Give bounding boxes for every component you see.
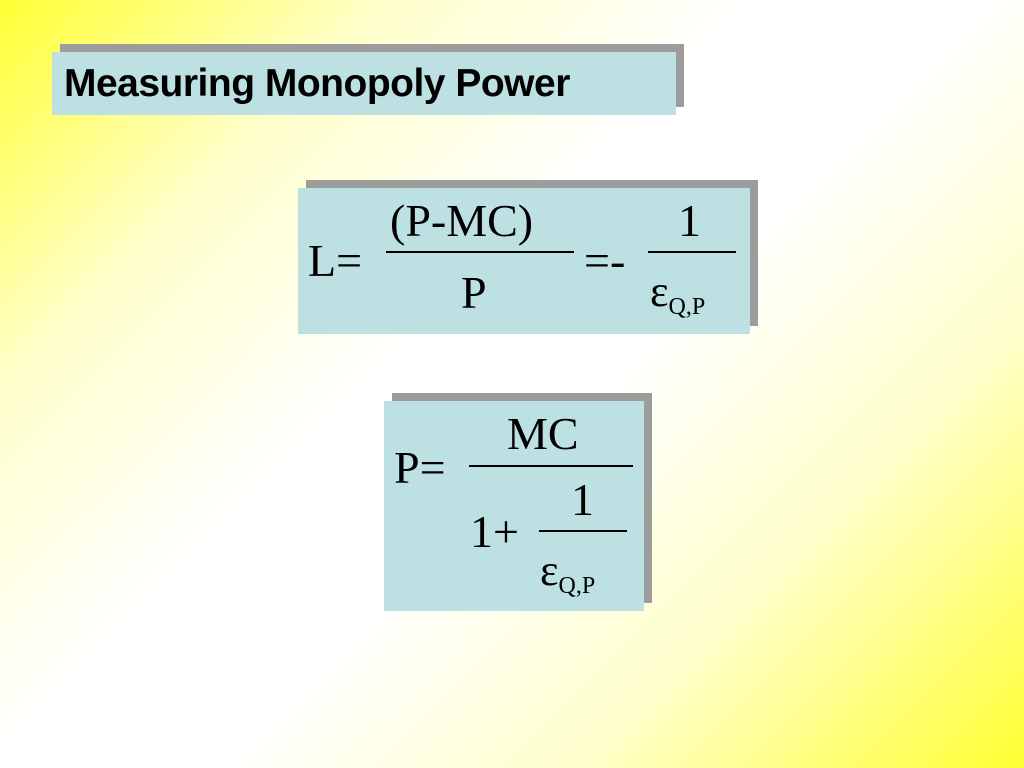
lerner-fraction-bar [386, 251, 574, 253]
price-inner-numerator: 1 [571, 474, 594, 525]
lerner-middle: =- [584, 235, 626, 286]
price-subscript: Q,P [558, 573, 596, 599]
lerner-rhs-numerator: 1 [678, 195, 701, 246]
lerner-lhs: L= [308, 235, 363, 286]
price-lhs: P= [394, 442, 446, 493]
lerner-equation-box: L= (P-MC) P =- 1 εQ,P [298, 188, 750, 334]
lerner-numerator: (P-MC) [390, 195, 534, 246]
price-equation-box: P= MC 1+ 1 εQ,P [384, 401, 644, 611]
price-inner-fraction-bar [539, 530, 627, 532]
lerner-denominator: P [461, 267, 487, 318]
price-fraction-bar [469, 465, 633, 467]
lerner-subscript: Q,P [668, 294, 706, 320]
price-numerator: MC [507, 408, 579, 459]
epsilon-symbol: ε [650, 267, 669, 316]
slide-title-box: Measuring Monopoly Power [52, 52, 676, 115]
slide-title: Measuring Monopoly Power [64, 62, 570, 105]
price-inner-denominator: εQ,P [540, 546, 595, 599]
lerner-rhs-denominator: εQ,P [650, 267, 705, 320]
price-denominator-term: 1+ [470, 506, 519, 557]
epsilon-symbol: ε [540, 546, 559, 595]
lerner-rhs-fraction-bar [648, 251, 736, 253]
